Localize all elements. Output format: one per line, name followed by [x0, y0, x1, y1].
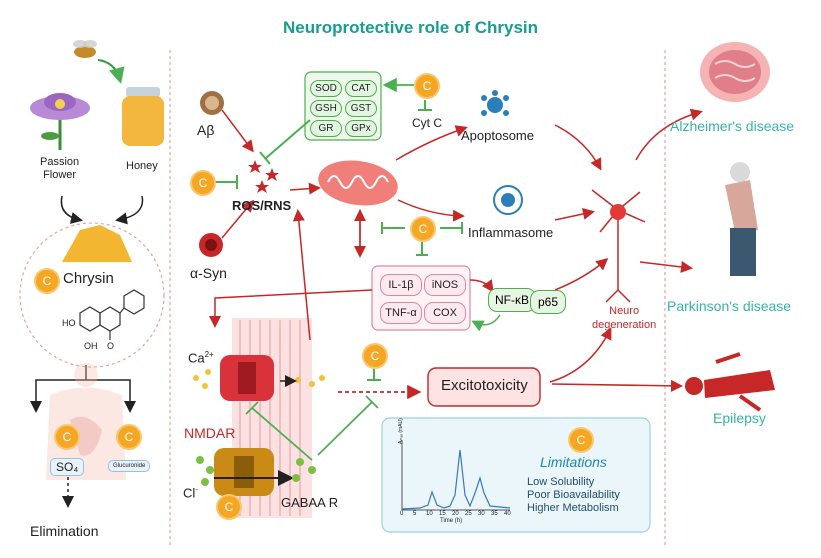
disease-epilepsy: Epilepsy [713, 410, 766, 426]
body-silhouette-icon [46, 363, 126, 480]
brain-icon [700, 42, 770, 102]
amyloid-beta-icon [200, 91, 224, 115]
hydroxyl-label-2: OH [84, 341, 98, 351]
inset-xtick-label: 0 [400, 511, 404, 517]
chrysin-badge-excitotoxicity: C [362, 343, 388, 369]
passion-flower-label: Passion Flower [40, 156, 80, 181]
passion-flower-icon [30, 93, 90, 150]
calcium-charge: 2+ [204, 350, 214, 359]
glucuronide-label: Glucuronide [108, 460, 151, 472]
calcium-label: Ca2+ [188, 350, 214, 365]
enzyme-gpx: GPx [345, 120, 377, 137]
inset-xtick-label: 10 [426, 511, 433, 517]
chrysin-badge-ros: C [190, 170, 216, 196]
nmdar-label: NMDAR [184, 425, 236, 441]
inset-xtick-label: 15 [439, 511, 446, 517]
gabaa-label: GABAA R [281, 495, 339, 510]
calcium-text: Ca [188, 350, 205, 366]
enzyme-gr: GR [310, 120, 342, 137]
mediator-inos: iNOS [424, 274, 466, 296]
p65-label: p65 [530, 290, 566, 314]
chromatogram-line [401, 449, 511, 510]
chrysin-badge-sulfate: C [54, 424, 80, 450]
sulfate-label: SO₄ [50, 458, 85, 476]
neurodegeneration-label: Neuro degeneration [592, 305, 657, 331]
nmdar-channel-icon [220, 355, 274, 401]
chrysin-badge-cytc: C [414, 73, 440, 99]
limitations-panel [381, 417, 651, 533]
inset-xtick-label: 30 [478, 511, 485, 517]
honey-label: Honey [126, 160, 158, 172]
inset-xtick-label: 5 [413, 511, 417, 517]
chrysin-badge-limitations: C [568, 427, 594, 453]
inset-xlabel: Time (h) [440, 518, 463, 524]
mediator-tnfa: TNF-α [380, 302, 422, 324]
limitation-item-2: Poor Bioavailability [527, 489, 620, 501]
excitotoxicity-label: Excitotoxicity [441, 377, 528, 394]
inset-xtick-label: 25 [465, 511, 472, 517]
chloride-ions [196, 456, 316, 486]
bee-icon [73, 40, 97, 58]
disease-parkinsons: Parkinson's disease [667, 298, 792, 314]
ketone-label: O [107, 341, 115, 351]
amyloid-beta-label: Aβ [197, 122, 215, 138]
cytochrome-c-label: Cyt C [412, 116, 442, 130]
parkinsons-patient-icon [725, 162, 758, 276]
mediator-il1b: IL-1β [380, 274, 422, 296]
chloride-label: Cl- [183, 485, 198, 500]
neuron-icon [591, 189, 646, 303]
chrysin-badge: C [34, 268, 60, 294]
apoptosome-label: Apoptosome [461, 128, 534, 143]
nfkb-label: NF-κB [488, 288, 536, 312]
alpha-synuclein-label: α-Syn [190, 265, 227, 281]
inset-xtick-label: 20 [452, 511, 459, 517]
ros-stars-icon [248, 160, 279, 193]
elimination-label: Elimination [30, 523, 99, 539]
inset-xtick-label: 40 [504, 511, 511, 517]
figure-title: Neuroprotective role of Chrysin [282, 18, 539, 37]
excitotoxicity-box [427, 367, 541, 407]
limitations-heading: Limitations [540, 454, 607, 470]
enzyme-gsh: GSH [310, 100, 342, 117]
hydroxyl-label-1: HO [62, 318, 76, 328]
mediator-cox: COX [424, 302, 466, 324]
chrysin-badge-gabaa: C [216, 494, 242, 520]
chrysin-powder-icon [62, 225, 132, 262]
chrysin-badge-glucuronide: C [116, 424, 142, 450]
chloride-text: Cl [183, 485, 196, 501]
hplc-inset-chart [401, 440, 511, 511]
limitation-item-1: Low Solubility [527, 476, 595, 488]
chrysin-circle [19, 222, 165, 368]
enzyme-sod: SOD [310, 80, 342, 97]
neuron-body-icon [610, 204, 626, 220]
inset-ylabel: Aₘₐₓ (mAU) [398, 418, 404, 444]
chrysin-structure [79, 289, 145, 340]
inset-xtick-label: 35 [491, 511, 498, 517]
alpha-synuclein-icon [199, 233, 223, 257]
apoptosome-icon [481, 90, 509, 116]
honey-jar-icon [122, 87, 164, 146]
enzyme-gst: GST [345, 100, 377, 117]
chrysin-label: Chrysin [63, 270, 114, 287]
limitation-item-3: Higher Metabolism [527, 502, 619, 514]
enzyme-cat: CAT [345, 80, 377, 97]
inflammasome-icon [493, 185, 523, 215]
chrysin-badge-inflammasome: C [410, 216, 436, 242]
epilepsy-patient-icon [685, 352, 775, 412]
inflammasome-label: Inflammasome [468, 225, 554, 240]
ros-rns-label: ROS/RNS [232, 198, 292, 213]
disease-alzheimers: Alzheimer's disease [670, 118, 795, 134]
chloride-charge: - [195, 485, 198, 494]
gabaa-channel-icon [214, 448, 274, 496]
mitochondrion-icon [318, 160, 398, 206]
